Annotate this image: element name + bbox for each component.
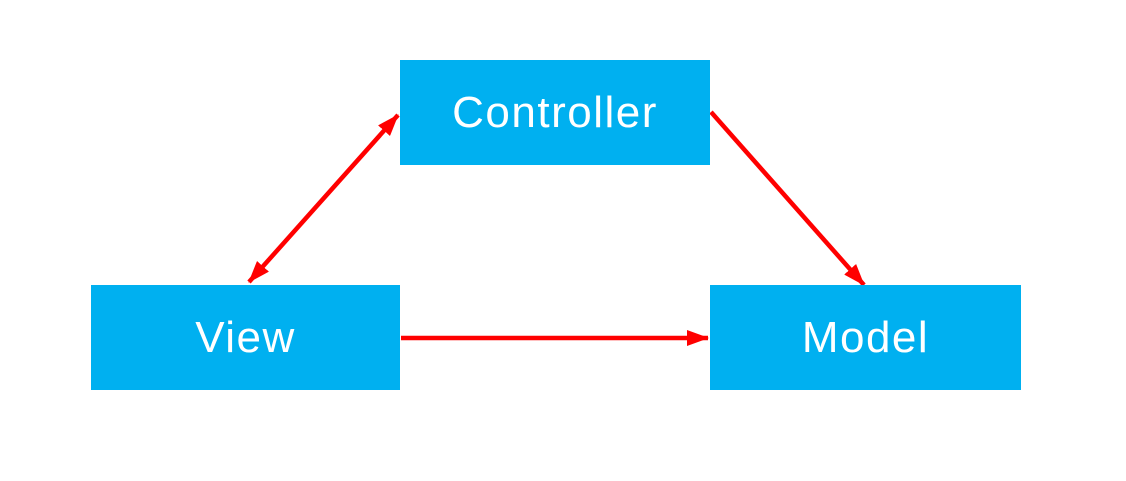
node-model-label: Model: [801, 312, 930, 362]
node-view: View: [91, 285, 400, 390]
node-model: Model: [710, 285, 1021, 390]
node-controller-label: Controller: [452, 87, 658, 137]
node-view-label: View: [195, 312, 296, 362]
edge-controller-to-model: [709, 110, 866, 287]
node-controller: Controller: [400, 60, 710, 165]
edge-view-controller-bidirectional: [247, 113, 400, 284]
